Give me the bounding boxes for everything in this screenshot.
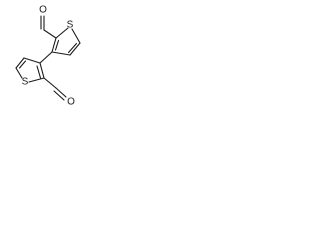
bond-upper-c2-cho	[43, 29, 57, 39]
bond-lower-c2-s1	[28, 77, 45, 83]
bond-lower-c5-c4-inner	[18, 60, 27, 69]
bond-lower-c3-c2-inner	[36, 65, 42, 79]
bond-upper-c4-c3	[51, 51, 71, 56]
bond-lower-c-o-double	[53, 90, 65, 101]
upper-aldehyde-group	[40, 15, 57, 39]
bond-upper-c5-c4-inner	[67, 42, 78, 54]
bond-lower-c-o	[55, 87, 67, 98]
upper-thiophene-ring	[51, 27, 81, 56]
bond-upper-s1-c5	[71, 28, 81, 44]
lower-aldehyde-group	[43, 77, 67, 101]
bond-lower-c4-c3	[23, 57, 41, 64]
bond-upper-c3-c2-inner	[54, 39, 60, 51]
lower-aldehyde-oxygen-label: O	[67, 97, 75, 108]
bond-upper-c5-c4	[69, 42, 81, 56]
bond-lower-c2-cho	[43, 77, 57, 89]
upper-ring-sulfur-label: S	[67, 20, 74, 31]
bond-inter-ring	[39, 51, 53, 64]
lower-ring-sulfur-label: S	[22, 77, 29, 88]
bond-upper-c2-s1	[55, 27, 69, 39]
upper-aldehyde-oxygen-label: O	[39, 5, 47, 16]
bond-lower-c3-c2	[39, 62, 45, 79]
bond-lower-c5-c4	[15, 57, 25, 69]
bond-lower-s1-c5	[15, 67, 23, 79]
bithiophene-dicarbaldehyde-structure: O S S O	[15, 5, 81, 108]
bond-upper-c3-c2	[51, 37, 57, 53]
lower-thiophene-ring	[15, 57, 45, 83]
